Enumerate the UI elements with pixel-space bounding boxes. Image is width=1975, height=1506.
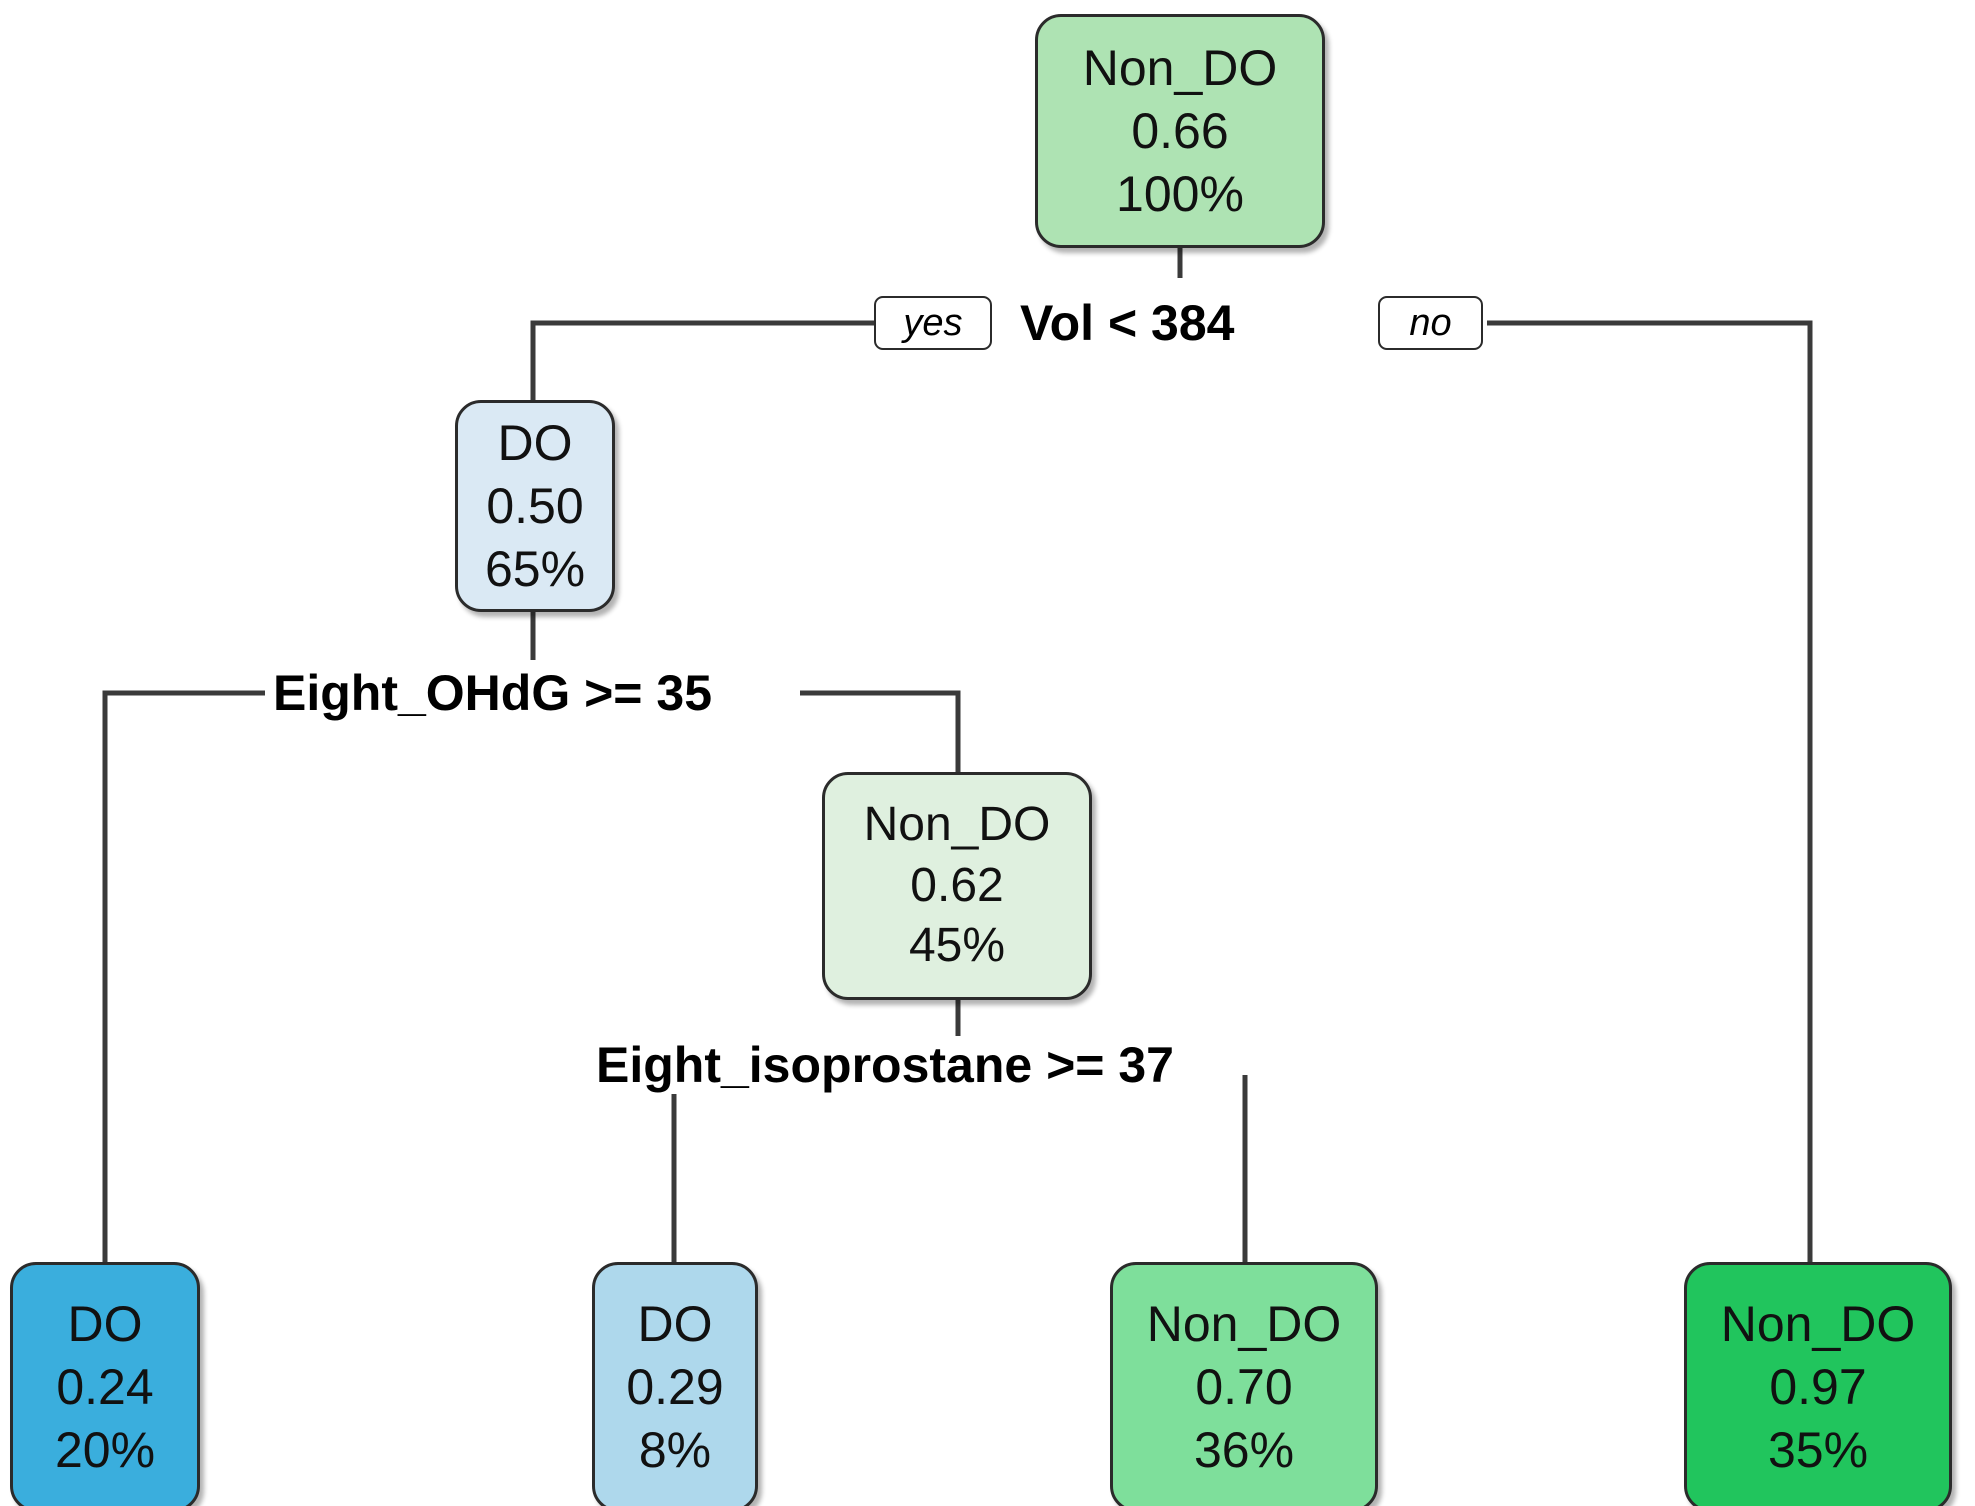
node-percent: 36%	[1193, 1421, 1295, 1478]
tree-node-do-065[interactable]: DO 0.50 65%	[455, 400, 615, 612]
node-percent: 100%	[1116, 165, 1244, 222]
node-percent: 20%	[54, 1421, 156, 1478]
node-class-label: DO	[637, 1295, 713, 1352]
node-class-label: DO	[67, 1295, 143, 1352]
edge-split1-no	[1487, 320, 1813, 1262]
tree-leaf-do-024[interactable]: DO 0.24 20%	[10, 1262, 200, 1506]
node-probability: 0.70	[1195, 1358, 1293, 1415]
node-class-label: Non_DO	[1146, 1295, 1342, 1352]
tree-leaf-nondo-070[interactable]: Non_DO 0.70 36%	[1110, 1262, 1378, 1506]
edge-split2-no	[800, 690, 961, 772]
node-probability: 0.66	[1131, 102, 1229, 159]
edge-split2-yes	[102, 690, 277, 1262]
split1-no-label: no	[1409, 302, 1452, 344]
node-probability: 0.24	[56, 1358, 154, 1415]
edge-split1-yes	[530, 320, 874, 400]
node-class-label: DO	[497, 414, 573, 471]
node-percent: 8%	[638, 1421, 712, 1478]
split1-no-pill[interactable]: no	[1378, 296, 1483, 350]
split1-condition: Vol < 384	[1012, 295, 1243, 351]
split1-yes-label: yes	[903, 302, 963, 344]
split2-condition: Eight_OHdG >= 35	[265, 664, 721, 722]
split2-condition-text: Eight_OHdG >= 35	[273, 665, 713, 721]
split1-yes-pill[interactable]: yes	[874, 296, 992, 350]
split1-condition-text: Vol < 384	[1020, 295, 1235, 351]
node-class-label: Non_DO	[863, 798, 1051, 852]
node-probability: 0.62	[910, 858, 1004, 912]
node-class-label: Non_DO	[1720, 1295, 1916, 1352]
node-probability: 0.50	[486, 477, 584, 534]
node-percent: 45%	[908, 919, 1006, 973]
node-percent: 35%	[1767, 1421, 1869, 1478]
node-probability: 0.97	[1769, 1358, 1867, 1415]
tree-leaf-do-029[interactable]: DO 0.29 8%	[592, 1262, 758, 1506]
split3-condition: Eight_isoprostane >= 37	[588, 1036, 1182, 1094]
node-probability: 0.29	[626, 1358, 724, 1415]
tree-node-root[interactable]: Non_DO 0.66 100%	[1035, 14, 1325, 248]
node-class-label: Non_DO	[1082, 39, 1278, 96]
node-percent: 65%	[484, 540, 586, 597]
tree-leaf-nondo-097[interactable]: Non_DO 0.97 35%	[1684, 1262, 1952, 1506]
split3-condition-text: Eight_isoprostane >= 37	[596, 1037, 1174, 1093]
tree-node-nondo-062[interactable]: Non_DO 0.62 45%	[822, 772, 1092, 1000]
